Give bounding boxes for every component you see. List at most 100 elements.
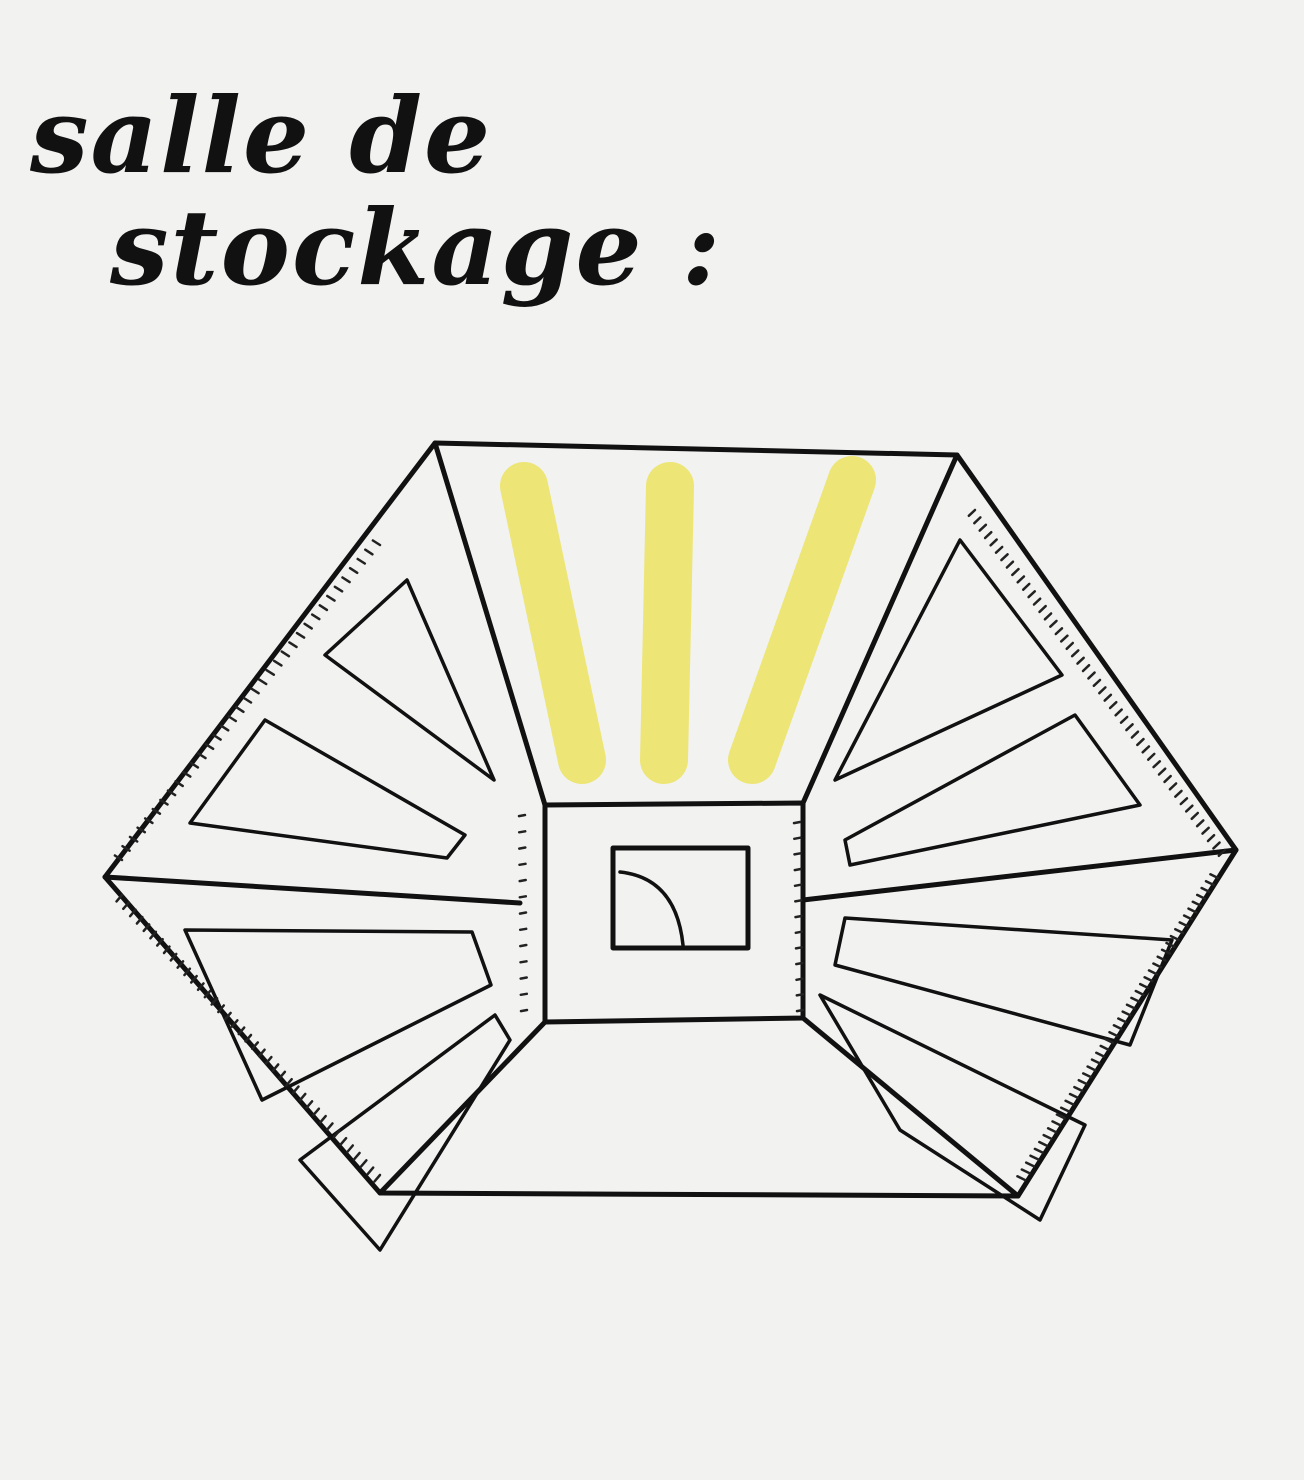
hatch-tick <box>518 927 528 932</box>
spoke-top-right <box>800 452 960 806</box>
spoke-bottom-right <box>800 1015 1021 1199</box>
hatch-tick <box>1000 553 1009 562</box>
hatch-tick <box>303 622 313 630</box>
hatch-tick <box>1157 767 1167 776</box>
hatch-tick <box>1163 774 1172 784</box>
hatch-tick <box>318 1114 327 1124</box>
spoke-top-left <box>432 440 548 808</box>
hatch-tick <box>162 945 171 955</box>
hatch-tick <box>519 960 528 964</box>
hatch-door <box>610 845 751 951</box>
hatch-tick <box>1206 833 1216 843</box>
light-beams <box>500 456 876 784</box>
hatch-tick <box>278 1070 287 1080</box>
hatch-tick <box>204 743 215 751</box>
hatch-tick <box>518 846 527 850</box>
hatch-tick <box>250 687 260 695</box>
hatch-tick <box>113 854 124 862</box>
hatch-tick <box>122 901 131 911</box>
hatch-tick <box>1160 948 1172 955</box>
hatch-tick <box>1125 1003 1136 1010</box>
hatch-tick <box>312 1107 321 1117</box>
hatch-tick <box>519 943 528 948</box>
hatch-tick <box>1136 737 1145 747</box>
hatch-tick <box>1032 597 1042 606</box>
hatch-tick <box>793 836 802 841</box>
hatch-tick <box>348 566 359 575</box>
panel-upper-right-2 <box>843 713 1142 867</box>
hatch-tick <box>189 761 200 769</box>
hatch-tick <box>1068 1092 1079 1099</box>
hatch-tick <box>1064 1099 1075 1106</box>
hatch-tick <box>1090 1058 1101 1065</box>
hatch-tick <box>1081 1072 1093 1079</box>
hatch-tick <box>1033 1147 1044 1154</box>
hatch-tick <box>326 594 336 602</box>
hatch-tick <box>121 844 131 852</box>
hatch-tick <box>793 852 802 856</box>
hatch-tick <box>518 895 528 899</box>
hatch-tick <box>1143 976 1154 983</box>
hatch-tick <box>272 659 283 667</box>
hatch-tick <box>1169 934 1180 942</box>
hatch-tick <box>983 530 993 540</box>
hatch-tick <box>994 545 1004 554</box>
hatch-tick <box>176 960 185 969</box>
hatch-tick <box>793 883 803 888</box>
hatch-tick <box>1011 567 1020 577</box>
hatch-tick <box>1038 604 1047 614</box>
hatch-tick <box>1204 879 1215 887</box>
hatch-tick <box>1108 700 1118 710</box>
hatch-tick <box>159 798 169 806</box>
hatch-tick <box>793 867 803 872</box>
hatch-tick <box>237 1026 246 1036</box>
hatch-tick <box>795 993 805 997</box>
hatch-tick <box>128 908 137 918</box>
hatch-tick <box>128 835 139 843</box>
hatch-tick <box>115 893 124 903</box>
hatch-tick <box>223 1011 232 1021</box>
hatch-tick <box>1147 969 1158 976</box>
hatch-tick <box>280 650 291 658</box>
hatch-tick <box>1054 627 1064 636</box>
hatch-tick <box>1130 730 1140 739</box>
hatch-tick <box>288 641 298 649</box>
hatch-tick <box>373 1173 382 1183</box>
hatch-tick <box>251 1041 260 1051</box>
hatch-tick <box>978 523 988 532</box>
hatch-tick <box>1209 873 1220 880</box>
hatch-tick <box>794 914 803 919</box>
hatch-tick <box>325 1122 334 1132</box>
hatch-tick <box>332 1129 341 1139</box>
hatch-tick <box>1119 715 1129 724</box>
hatch-tick <box>1112 1024 1123 1031</box>
hatch-tick <box>298 1092 307 1102</box>
spoke-bottom-left <box>377 1019 548 1196</box>
hatch-tick <box>519 1008 529 1013</box>
hatch-tick <box>346 1144 355 1154</box>
hatch-tick <box>174 780 184 788</box>
hatch-tick <box>359 1159 368 1168</box>
hatch-tick <box>210 996 219 1006</box>
hatch-tick <box>1016 1175 1027 1182</box>
hatch-tick <box>264 1055 273 1065</box>
hatch-tick <box>1051 1120 1062 1127</box>
hatch-tick <box>227 715 238 723</box>
spoke-left <box>102 874 523 906</box>
panel-lower-right-1 <box>833 916 1174 1047</box>
hatch-tick <box>310 613 321 621</box>
hatch-tick <box>196 982 205 992</box>
light-beam-left <box>500 462 606 784</box>
hatch-tick <box>197 752 207 760</box>
hatch-tick <box>1042 1133 1053 1141</box>
hatch-tick <box>1121 1010 1132 1017</box>
panel-lower-left-1 <box>183 928 493 1102</box>
hatch-tick <box>1182 914 1193 921</box>
hatch-tick <box>143 817 154 825</box>
hatch-tick <box>1114 708 1123 717</box>
hatch-tick <box>142 923 151 933</box>
hatch-tick <box>366 1166 375 1176</box>
hatch-tick <box>1046 1127 1057 1134</box>
hatch-tick <box>1165 941 1176 948</box>
hatch-tick <box>1098 686 1107 695</box>
